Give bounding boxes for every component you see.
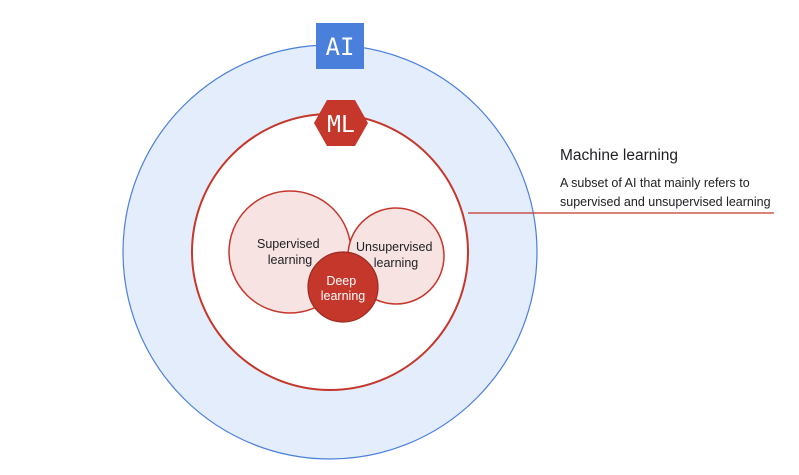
callout-description: A subset of AI that mainly refers to sup…	[560, 176, 771, 209]
ai-badge	[316, 23, 364, 69]
unsupervised-learning-label-line1: Unsupervised	[356, 240, 432, 254]
deep-learning-label: Deep learning	[321, 274, 366, 303]
unsupervised-learning-label: Unsupervised learning	[356, 240, 436, 270]
deep-learning-label-line1: Deep	[326, 274, 356, 288]
machine-learning-callout: Machine learning A subset of AI that mai…	[560, 146, 792, 212]
ml-badge-label: ML	[327, 112, 355, 138]
deep-learning-label-line2: learning	[321, 289, 366, 303]
ai-badge-label: AI	[326, 33, 355, 61]
callout-title: Machine learning	[560, 147, 679, 164]
unsupervised-learning-label-line2: learning	[374, 256, 419, 270]
deep-learning-bubble	[307, 251, 379, 323]
supervised-learning-label-line2: learning	[268, 253, 313, 267]
supervised-learning-label-line1: Supervised	[257, 237, 320, 251]
supervised-learning-label: Supervised learning	[257, 237, 323, 267]
ml-badge	[314, 100, 368, 146]
